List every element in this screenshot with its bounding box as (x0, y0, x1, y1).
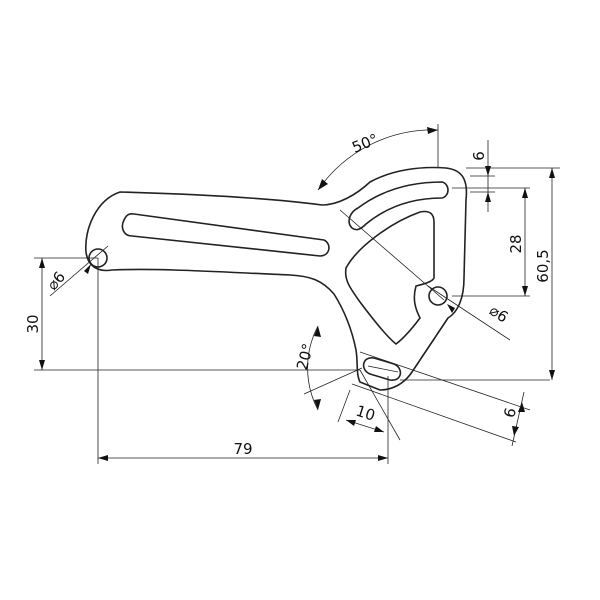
bracket-part (85, 166, 468, 391)
bottom-slot-centerline (367, 365, 399, 373)
curved-slot (348, 181, 449, 231)
dim-6-top: 6 (470, 151, 488, 161)
bracket-outline (85, 166, 468, 391)
hole-right (428, 286, 448, 306)
inner-window (344, 210, 435, 345)
dim-28: 28 (507, 234, 525, 253)
dim-60-5: 60,5 (534, 249, 552, 282)
dim-30: 30 (24, 314, 42, 333)
dim-angle-50: 50° (349, 130, 380, 157)
dim-hole-right: ⌀6 (486, 301, 511, 326)
dimension-texts: 79 30 28 60,5 6 50° ⌀6 ⌀6 20° 10 6 (24, 130, 552, 458)
dim-79: 79 (233, 440, 252, 458)
dimension-lines (39, 124, 555, 461)
dim-10: 10 (354, 402, 378, 425)
bottom-slot (362, 357, 402, 381)
construction-lines (34, 167, 560, 464)
arm-slot (121, 213, 330, 257)
dim-angle-20: 20° (293, 342, 317, 372)
dim-hole-left: ⌀6 (43, 268, 69, 294)
dim-6-bottom: 6 (500, 406, 520, 420)
